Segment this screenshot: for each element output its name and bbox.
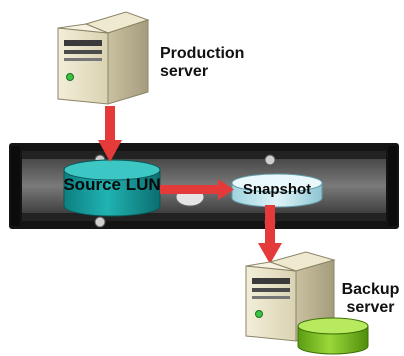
backup-server-icon [245, 251, 336, 342]
backup-server-label: Backup server [341, 281, 400, 316]
arrow-lun-to-snapshot [160, 179, 234, 200]
snapshot-cylinder [231, 173, 323, 208]
production-server-icon [57, 11, 150, 105]
arrow-production-to-lun [98, 106, 122, 162]
backup-disk-cylinder [297, 317, 369, 355]
snapshot-label: Snapshot [242, 181, 312, 198]
production-server-label: Production server [160, 45, 245, 80]
source-lun-label: Source LUN [63, 175, 161, 194]
arrow-snapshot-to-backup [258, 205, 282, 264]
source-lun-cylinder [63, 159, 161, 217]
